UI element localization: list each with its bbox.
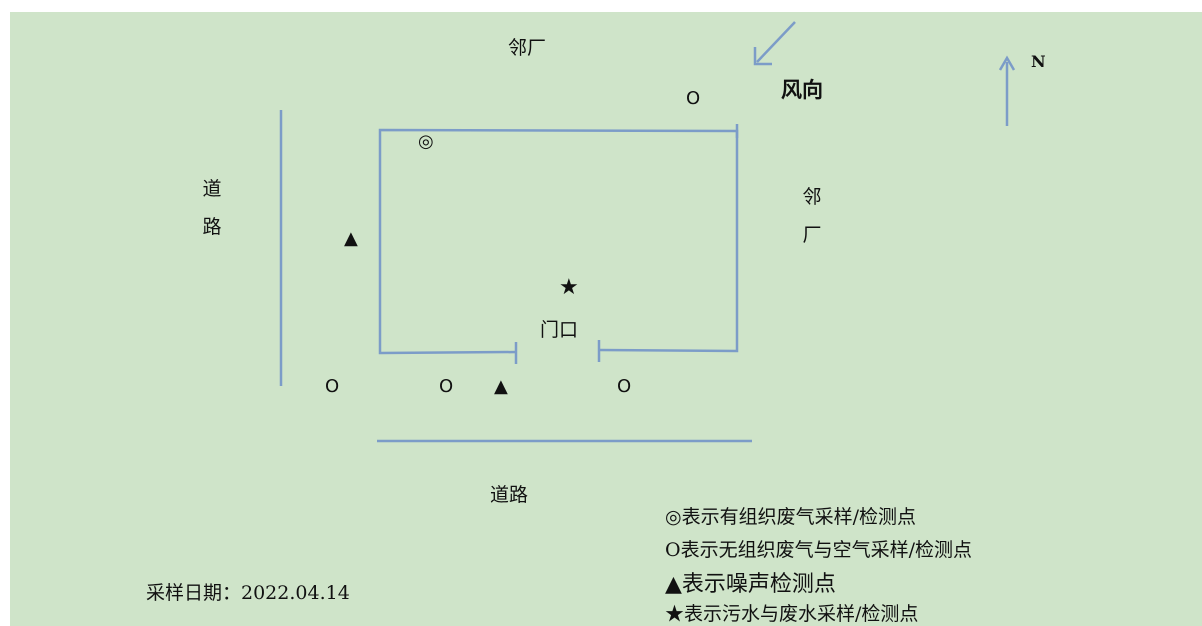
south-road-label: 道路: [490, 484, 529, 506]
organized-gas-point-marker: ◎: [418, 131, 434, 152]
legend-unorganized-gas: O表示无组织废气与空气采样/检测点: [665, 539, 972, 561]
north-label: N: [1031, 52, 1046, 71]
wind-arrow-shaft: [756, 21, 796, 63]
unorganized-gas-point-ne: O: [686, 88, 701, 109]
legend-wastewater: ★表示污水与废水采样/检测点: [665, 603, 919, 625]
legend-noise: ▲表示噪声检测点: [665, 572, 836, 597]
legend-organized-gas: ◎表示有组织废气采样/检测点: [665, 506, 916, 528]
factory-boundary-main: [378, 128, 739, 355]
unorganized-gas-point-se: O: [617, 376, 632, 397]
wind-arrow-head: [753, 47, 772, 66]
wastewater-point-marker: ★: [559, 275, 579, 300]
east-neighbor-label: 邻 厂: [800, 178, 824, 254]
west-road-char-1: 道: [202, 178, 222, 200]
north-arrow-head: [998, 55, 1016, 71]
gate-label: 门口: [540, 319, 579, 341]
noise-point-south: ▲: [494, 376, 508, 397]
unorganized-gas-point-s: O: [439, 376, 454, 397]
sampling-date: 采样日期：2022.04.14: [146, 582, 350, 604]
diagram-canvas: [10, 12, 1202, 626]
west-road-char-2: 路: [202, 216, 222, 238]
east-neighbor-char-2: 厂: [802, 224, 822, 246]
east-neighbor-char-1: 邻: [802, 186, 822, 208]
north-neighbor-label: 邻厂: [508, 37, 547, 59]
west-road-label: 道 路: [200, 170, 224, 246]
unorganized-gas-point-sw: O: [325, 376, 340, 397]
wind-direction-label: 风向: [781, 78, 823, 102]
noise-point-west: ▲: [344, 228, 358, 249]
